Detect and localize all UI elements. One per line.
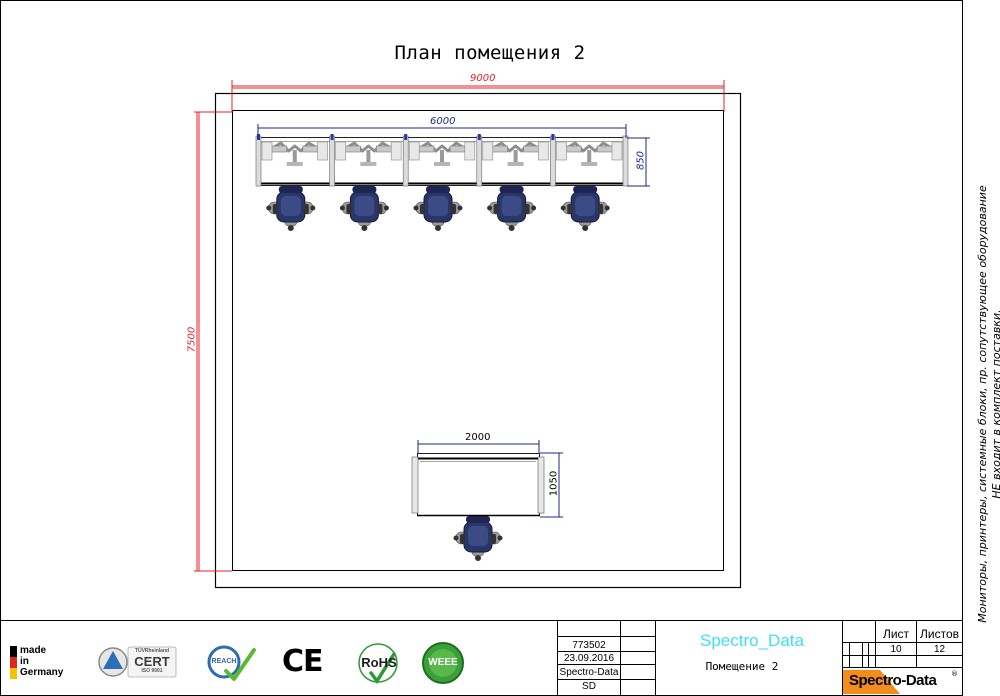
side-note-line2: НЕ входит в комплект поставки.	[990, 309, 1000, 499]
dimension-single-desk-depth	[540, 452, 563, 518]
dimension-single-desk-length	[417, 440, 540, 454]
side-note: Мониторы, принтеры, системные блоки, пр.…	[976, 144, 1000, 664]
mig-line-1: made	[20, 645, 47, 656]
chair-1	[266, 186, 316, 231]
tb-room-name: Помещение 2	[705, 660, 779, 673]
tuv-cert-icon	[98, 646, 177, 678]
logo-text: Spectro-Data	[849, 672, 937, 689]
tuv-cert-label: CERT	[134, 654, 170, 669]
workstation-2	[329, 134, 402, 187]
desk-row	[255, 134, 629, 187]
tb-sheets-label: Листов	[920, 627, 959, 641]
side-note-line1: Мониторы, принтеры, системные блоки, пр.…	[976, 185, 989, 623]
dimension-desk-row-length	[257, 124, 627, 138]
dimension-desk-row-depth	[627, 137, 650, 187]
page-title: План помещения 2	[394, 42, 586, 64]
label-single-desk-length: 2000	[465, 432, 491, 443]
tb-author: Spectro-Data	[559, 667, 619, 678]
tb-sheet-label: Лист	[882, 627, 910, 641]
workstation-1	[255, 134, 328, 187]
label-desk-row-length: 6000	[430, 116, 456, 127]
logo-registered-mark: ®	[951, 670, 958, 678]
tuv-top-label: TÜVRheinland	[134, 648, 170, 654]
mig-line-3: Germany	[20, 667, 64, 678]
logo-orange-shape	[843, 670, 900, 694]
workstation-4	[476, 134, 549, 187]
weee-icon	[422, 642, 464, 684]
chair-5	[560, 186, 610, 231]
chair-2	[339, 186, 389, 231]
made-in-germany-flag	[10, 646, 17, 679]
chair-3	[413, 186, 463, 231]
reach-label: REACH	[211, 658, 237, 665]
tb-sheet-number: 10	[890, 644, 902, 655]
workstation-3	[402, 134, 476, 187]
chair-4	[487, 186, 537, 231]
tb-company-name: Spectro_Data	[700, 631, 804, 650]
dimension-room-width	[231, 80, 725, 112]
spectro-data-logo: Spectro-Data ®	[843, 670, 961, 692]
chair-single-desk	[453, 516, 503, 561]
room-inner-wall	[232, 110, 724, 571]
tuv-iso-label: ISO 9001	[141, 668, 163, 674]
label-room-width: 9000	[470, 73, 496, 84]
rohs-label: RoHS	[361, 655, 397, 670]
mig-line-2: in	[20, 656, 29, 667]
workstation-5	[550, 134, 623, 187]
label-single-desk-depth: 1050	[548, 470, 560, 497]
made-in-germany-label: made in Germany	[20, 645, 63, 678]
label-room-depth: 7500	[186, 326, 198, 353]
dimension-room-depth	[194, 111, 232, 572]
tb-doc-number: 773502	[572, 640, 606, 651]
tb-sheets-total: 12	[933, 644, 946, 655]
sheet-frame	[0, 0, 963, 696]
tb-code: SD	[582, 681, 596, 692]
tb-date: 23.09.2016	[563, 653, 615, 664]
reach-icon	[207, 645, 256, 681]
rohs-icon	[358, 643, 398, 685]
ce-mark-label: CE	[282, 644, 324, 679]
room-outer-wall	[214, 92, 742, 589]
label-desk-row-depth: 850	[635, 150, 647, 171]
title-block-grid	[557, 620, 962, 696]
weee-label: WEEE	[428, 657, 458, 668]
single-desk	[411, 453, 545, 517]
